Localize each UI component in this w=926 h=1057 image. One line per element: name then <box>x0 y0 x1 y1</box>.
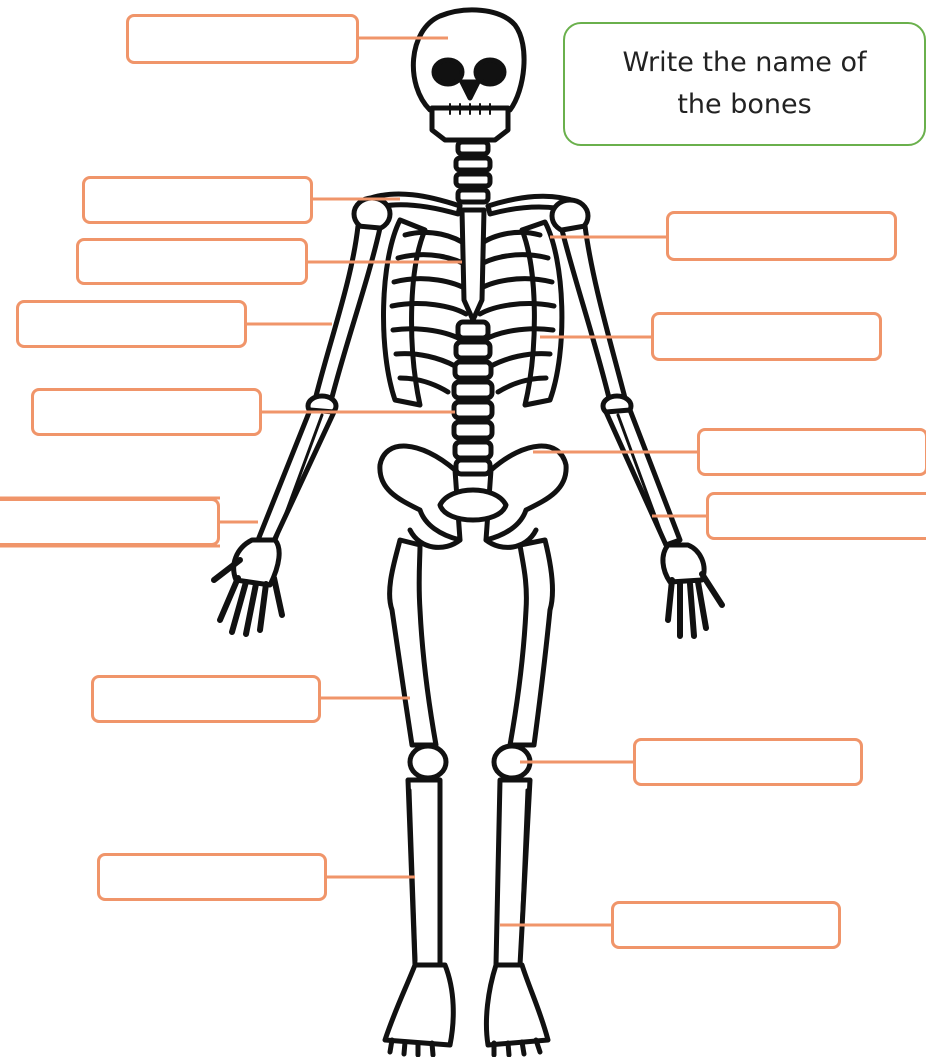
leader-lines <box>0 38 706 925</box>
right-femur <box>510 540 553 745</box>
label-box-pelvis[interactable] <box>697 428 926 476</box>
label-box-sternum[interactable] <box>76 238 308 285</box>
label-box-ulna[interactable] <box>706 492 926 540</box>
left-forearm <box>258 410 334 545</box>
left-femur <box>390 540 436 745</box>
instruction-line-1: Write the name of <box>623 42 867 84</box>
label-box-ribs[interactable] <box>651 312 882 361</box>
left-patella <box>410 746 446 778</box>
label-box-vertebral-column[interactable] <box>31 388 262 436</box>
instruction-box: Write the name of the bones <box>563 22 926 146</box>
label-box-scapula[interactable] <box>666 211 897 261</box>
skull <box>413 10 524 140</box>
label-box-tibia[interactable] <box>611 901 841 949</box>
label-box-fibula[interactable] <box>97 853 327 901</box>
right-humerus <box>562 226 625 402</box>
instruction-line-2: the bones <box>623 84 867 126</box>
left-foot <box>385 965 453 1055</box>
label-box-radius[interactable] <box>0 498 220 546</box>
label-box-clavicle[interactable] <box>82 176 313 224</box>
label-box-humerus[interactable] <box>16 300 247 348</box>
left-hand <box>214 540 282 634</box>
sternum <box>462 210 484 320</box>
cervical-vertebrae <box>456 142 490 202</box>
label-box-skull[interactable] <box>126 14 359 64</box>
right-foot <box>486 965 548 1055</box>
label-box-femur[interactable] <box>91 675 321 723</box>
vertebral-column <box>454 322 492 474</box>
label-box-patella[interactable] <box>633 738 863 786</box>
right-forearm <box>606 410 680 545</box>
right-hand <box>663 545 722 636</box>
left-humerus <box>315 226 380 405</box>
